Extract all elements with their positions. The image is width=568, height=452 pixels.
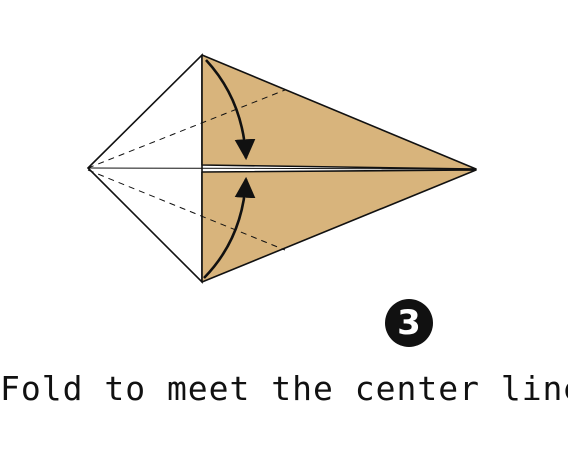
- lower-colored-flap: [201, 169, 477, 283]
- center-line: [87, 167, 477, 170]
- curved-arrow-up-icon: [203, 176, 256, 279]
- upper-dashed-fold-line: [87, 89, 286, 169]
- instruction-caption: Fold to meet the center line: [0, 369, 568, 408]
- step-number-badge: 3: [385, 299, 433, 347]
- step-number: 3: [397, 303, 421, 343]
- upper-colored-flap: [201, 54, 477, 170]
- lower-dashed-fold-line: [87, 169, 286, 251]
- curved-arrow-down-icon: [205, 59, 256, 161]
